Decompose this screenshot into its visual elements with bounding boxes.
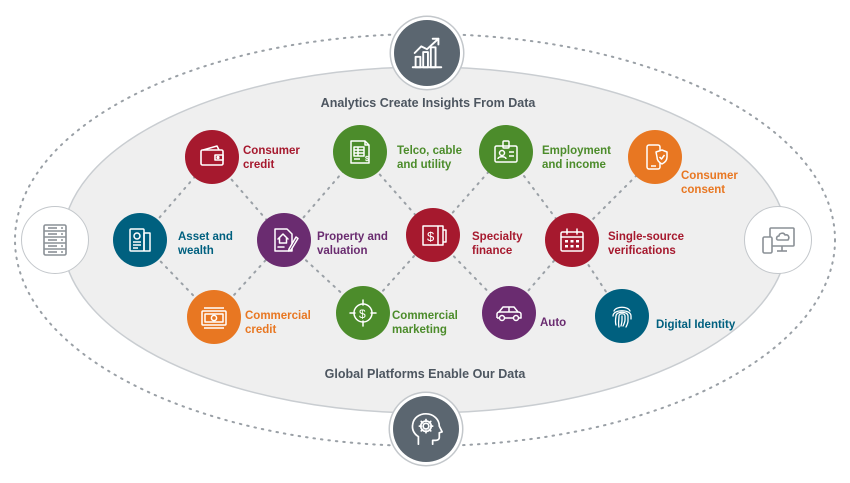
svg-text:$: $ [427,229,435,244]
cloud-devices-hub [744,206,812,274]
bank-document-icon [129,228,151,252]
single-source-label: Single-source verifications [608,231,685,257]
consumer-consent-node [628,130,682,184]
consumer-credit-node [185,130,239,184]
analytics-caption: Analytics Create Insights From Data [320,96,536,110]
auto-label: Auto [540,317,567,329]
bill-icon: $ [350,140,370,164]
commercial-marketing-node: $ [336,286,390,340]
commercial-marketing-label: Commercial marketing [392,310,458,336]
telco-node: $ [333,125,387,179]
property-label: Property and valuation [317,231,388,257]
specialty-finance-node: $ [406,208,460,262]
auto-node [482,286,536,340]
phone-check-icon [646,144,668,170]
single-source-node [545,213,599,267]
digital-identity-node [595,289,649,343]
platforms-hub [393,396,459,462]
digital-identity-label: Digital Identity [656,319,736,331]
employment-label: Employment and income [542,145,612,171]
svg-text:$: $ [365,156,369,163]
specialty-finance-label: Specialty finance [472,231,523,257]
server-rack-icon [43,224,67,256]
data-servers-hub [21,206,89,274]
fingerprint-icon [612,306,632,328]
head-with-gear-icon [411,412,444,446]
commercial-credit-label: Commercial credit [245,310,311,336]
consumer-credit-label: Consumer credit [243,145,300,171]
telco-label: Telco, cable and utility [397,145,462,171]
cloud-devices-icon [762,227,795,254]
platforms-caption: Global Platforms Enable Our Data [324,367,526,381]
commercial-credit-node [187,290,241,344]
id-badge-icon [494,140,518,163]
asset-wealth-node [113,213,167,267]
asset-wealth-label: Asset and wealth [178,231,233,257]
dollar-target-icon: $ [349,299,377,327]
employment-node [479,125,533,179]
property-node [257,213,311,267]
wallet-icon [200,145,224,166]
svg-text:$: $ [359,307,366,321]
calendar-icon [560,228,584,252]
banknote-icon [201,307,227,329]
car-icon [496,306,522,322]
analytics-hub [394,20,460,86]
rising-bar-chart-icon [411,37,443,69]
dollar-folder-icon: $ [422,225,447,246]
consumer-consent-label: Consumer consent [681,170,738,196]
house-document-icon [274,228,299,252]
